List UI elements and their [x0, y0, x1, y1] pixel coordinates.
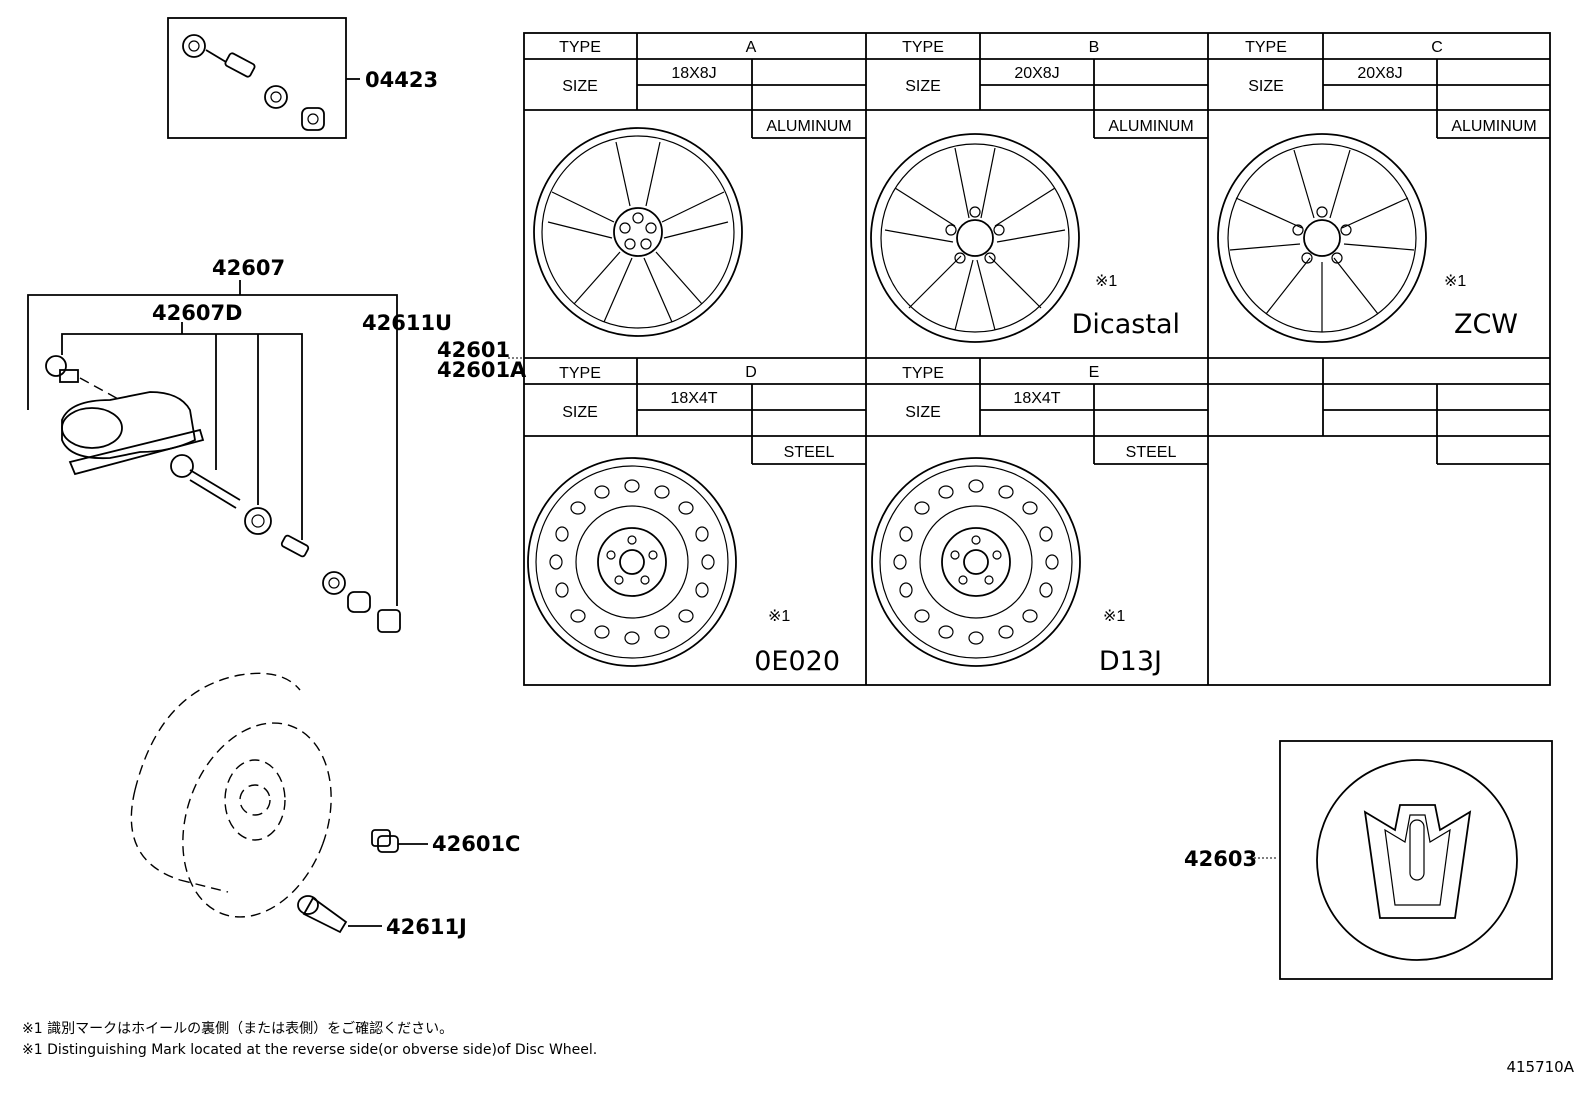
part-number-42601C: 42601C: [432, 832, 520, 856]
material-d: STEEL: [784, 444, 835, 461]
part-number-42607D: 42607D: [152, 301, 243, 325]
size-label-e: SIZE: [905, 404, 941, 421]
tire-valve: [297, 895, 382, 934]
mark-e: D13J: [1099, 646, 1162, 677]
tire-illustration: [130, 672, 332, 918]
type-c: C: [1431, 39, 1443, 56]
type-label-d: TYPE: [559, 365, 601, 382]
note-d: ※1: [768, 608, 790, 625]
size-d: 18X4T: [670, 390, 717, 407]
wheel-a-illustration: [533, 127, 743, 337]
type-e: E: [1089, 364, 1100, 381]
part-number-42603: 42603: [1184, 847, 1257, 871]
part-number-42601: 42601: [437, 338, 510, 362]
size-label-b: SIZE: [905, 78, 941, 95]
valve-kit-box: [167, 17, 360, 139]
type-d: D: [745, 364, 757, 381]
note-c: ※1: [1444, 273, 1466, 290]
ornament-box: [1250, 740, 1553, 980]
wheel-e-illustration: [871, 457, 1081, 667]
type-b: B: [1089, 39, 1100, 56]
material-c: ALUMINUM: [1451, 118, 1536, 135]
part-number-42611J: 42611J: [386, 915, 467, 939]
size-label-d: SIZE: [562, 404, 598, 421]
size-label-c: SIZE: [1248, 78, 1284, 95]
note-japanese: ※1 識別マークはホイールの裏側（または表側）をご確認ください。: [22, 1021, 454, 1037]
mark-c: ZCW: [1454, 309, 1518, 340]
part-number-42601A: 42601A: [437, 358, 527, 382]
note-e: ※1: [1103, 608, 1125, 625]
part-number-42607: 42607: [212, 256, 285, 280]
material-b: ALUMINUM: [1108, 118, 1193, 135]
size-b: 20X8J: [1014, 65, 1059, 82]
mark-d: 0E020: [754, 646, 840, 677]
note-b: ※1: [1095, 273, 1117, 290]
material-a: ALUMINUM: [766, 118, 851, 135]
wheel-c-illustration: [1217, 133, 1427, 343]
note-english: ※1 Distinguishing Mark located at the re…: [22, 1042, 598, 1058]
type-label-c: TYPE: [1245, 39, 1287, 56]
type-a: A: [746, 39, 757, 56]
type-label-b: TYPE: [902, 39, 944, 56]
wheel-table: [523, 32, 1551, 686]
size-label-a: SIZE: [562, 78, 598, 95]
sensor-assembly: [27, 280, 401, 633]
hub-nut: [371, 829, 428, 853]
part-number-42611U: 42611U: [362, 311, 452, 335]
wheel-d-illustration: [527, 457, 737, 667]
type-label-e: TYPE: [902, 365, 944, 382]
part-number-04423: 04423: [365, 68, 438, 92]
material-e: STEEL: [1126, 444, 1177, 461]
size-a: 18X8J: [671, 65, 716, 82]
size-e: 18X4T: [1013, 390, 1060, 407]
size-c: 20X8J: [1357, 65, 1402, 82]
mark-b: Dicastal: [1072, 309, 1180, 340]
type-label-a: TYPE: [559, 39, 601, 56]
figure-id: 415710A: [1506, 1058, 1574, 1076]
wheel-b-illustration: [870, 133, 1080, 343]
